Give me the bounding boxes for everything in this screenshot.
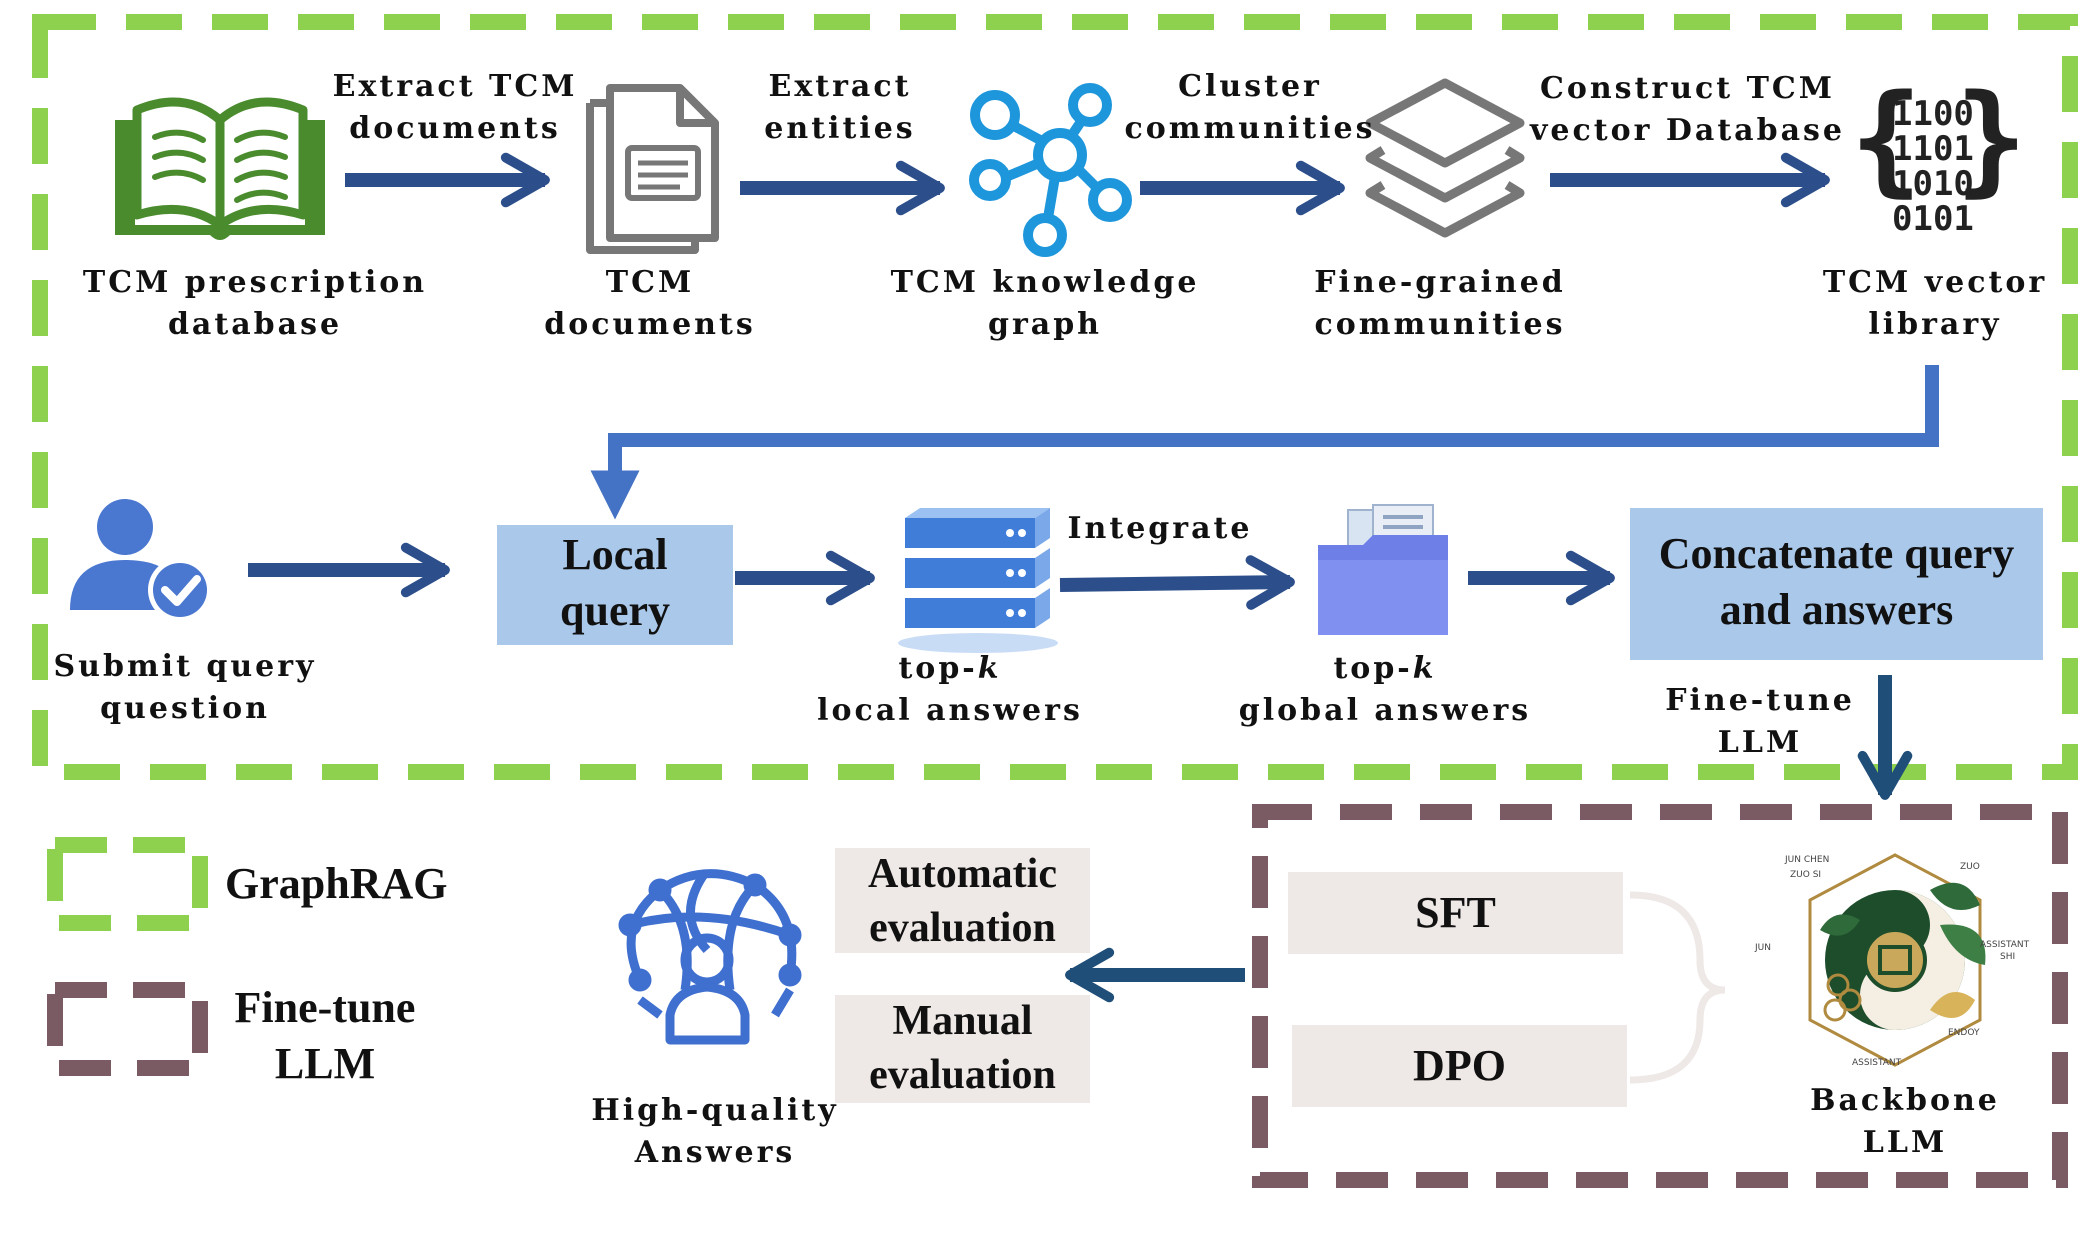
legend-graphrag-symbol — [47, 837, 208, 931]
manual-eval-label: Manual evaluation — [869, 998, 1056, 1098]
edge-label-construct: Construct TCM vector Database — [1529, 71, 1846, 148]
edge-label-extract-docs: Extract TCM documents — [332, 69, 578, 146]
logo-text-4: JUN — [1755, 943, 1771, 953]
user-check-icon — [70, 499, 212, 622]
auto-eval-box — [835, 848, 1090, 953]
node-label-tcm-documents: TCM documents — [544, 265, 756, 342]
sft-box — [1288, 872, 1623, 954]
local-query-box — [497, 525, 733, 645]
server-icon — [898, 508, 1058, 653]
dpo-label: DPO — [1413, 1041, 1506, 1090]
logo-text-2: ZUO SI — [1790, 870, 1822, 880]
local-answers-label: top-k local answers — [810, 648, 1090, 732]
backbone-label: Backbone LLM — [1810, 1083, 2000, 1160]
document-icon — [586, 84, 719, 254]
auto-eval-label: Automatic evaluation — [868, 851, 1057, 951]
logo-text-7: ENDOY — [1948, 1028, 1980, 1038]
svg-text:1101: 1101 — [1892, 129, 1974, 169]
dpo-box — [1292, 1025, 1627, 1107]
global-answers-label: top-k global answers — [1235, 648, 1535, 732]
graphrag-region — [32, 14, 2078, 780]
folder-icon — [1318, 504, 1448, 635]
finetune-region — [1252, 804, 2068, 1188]
svg-text:}: } — [1955, 70, 2027, 209]
arrow-integrate — [1059, 555, 1295, 610]
submit-query-label: Submit query question — [53, 649, 317, 726]
concat-box — [1630, 508, 2043, 660]
integrate-label: Integrate — [1067, 511, 1253, 546]
svg-text:0101: 0101 — [1892, 199, 1974, 239]
local-answers-k: k — [977, 651, 1002, 686]
logo-text-3: ZUO — [1960, 862, 1980, 872]
node-label-knowledge-graph: TCM knowledge graph — [890, 265, 1200, 342]
concat-label: Concatenate query and answers — [1658, 529, 2015, 634]
logo-text-1: JUN CHEN — [1785, 855, 1830, 865]
logo-text-6: SHI — [2000, 952, 2016, 962]
svg-text:{: { — [1850, 70, 1922, 209]
svg-text:1010: 1010 — [1892, 164, 1974, 204]
local-answers-suffix: local answers — [817, 693, 1083, 728]
local-answers-prefix: top- — [898, 651, 978, 686]
node-label-communities: Fine-grained communities — [1314, 265, 1566, 342]
high-quality-label: High-quality Answers — [591, 1093, 839, 1170]
global-answers-prefix: top- — [1333, 651, 1413, 686]
binary-code-icon: { } 1100 1101 1010 0101 — [1850, 70, 2027, 239]
logo-text-8: ASSISTANT — [1852, 1058, 1902, 1068]
svg-text:1100: 1100 — [1892, 94, 1974, 134]
manual-eval-box — [835, 995, 1090, 1103]
ai-globe-icon — [618, 869, 802, 1045]
legend-finetune-label: Fine-tune LLM — [234, 983, 416, 1088]
global-answers-suffix: global answers — [1238, 693, 1532, 728]
legend-graphrag-label: GraphRAG — [225, 859, 448, 908]
node-label-prescription-db: TCM prescription database — [82, 265, 428, 342]
brace — [1629, 891, 1726, 1084]
node-label-vector-library: TCM vector library — [1822, 265, 2048, 342]
local-query-label: Local query — [560, 530, 670, 635]
layers-icon — [1365, 78, 1525, 238]
logo-text-5: ASSISTANT — [1980, 940, 2030, 950]
legend-finetune-symbol — [47, 982, 208, 1076]
backbone-llm-logo — [1808, 853, 1986, 1067]
edge-label-extract-entities: Extract entities — [764, 69, 916, 146]
finetune-edge-label: Fine-tune LLM — [1665, 683, 1855, 760]
global-answers-k: k — [1412, 651, 1437, 686]
knowledge-graph-icon — [969, 83, 1132, 257]
arrow-library-to-query — [590, 365, 1939, 520]
open-book-icon — [115, 97, 325, 240]
sft-label: SFT — [1415, 888, 1496, 937]
edge-label-cluster: Cluster communities — [1124, 69, 1376, 146]
